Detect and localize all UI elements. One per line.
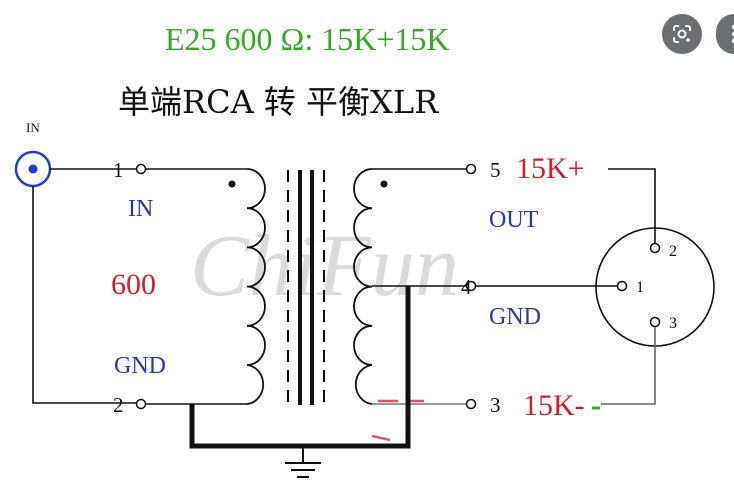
secondary-out-label: OUT	[489, 207, 539, 233]
secondary-terminals	[465, 163, 477, 410]
ground-icon	[285, 446, 321, 478]
pin-2-label: 2	[113, 393, 124, 417]
pin-3-label: 3	[490, 393, 501, 417]
input-wires	[32, 168, 136, 404]
primary-in-label: IN	[128, 196, 153, 222]
title-conversion: 单端RCA 转 平衡XLR	[118, 83, 439, 121]
transformer-core	[287, 170, 325, 405]
rca-jack-icon	[14, 150, 52, 188]
secondary-leads	[372, 168, 466, 287]
xlr-pin-3-label: 3	[669, 315, 677, 332]
xlr-pin-2-label: 2	[669, 243, 677, 260]
pin-4-label: 4	[461, 275, 472, 299]
out-minus-wire	[601, 327, 656, 405]
primary-gnd-label: GND	[114, 353, 166, 379]
secondary-winding	[353, 168, 373, 405]
more-icon	[731, 24, 734, 44]
ground-bus	[189, 286, 411, 449]
out-minus-label: 15K-	[523, 389, 585, 422]
google-lens-icon	[673, 25, 691, 43]
xlr-pins	[616, 242, 661, 328]
wiring-mark	[371, 399, 424, 442]
more-options-button[interactable]	[716, 14, 734, 54]
primary-polarity-dot	[228, 180, 236, 188]
xlr-pin-1-label: 1	[636, 279, 644, 296]
google-lens-button[interactable]	[662, 14, 702, 54]
title-spec: E25 600 Ω: 15K+15K	[165, 21, 449, 57]
primary-terminals	[135, 163, 147, 410]
out-plus-wire	[608, 168, 656, 243]
pin-1-label: 1	[113, 158, 124, 182]
primary-impedance-label: 600	[111, 268, 156, 301]
out-plus-label: 15K+	[516, 152, 585, 185]
primary-leads	[146, 168, 247, 405]
primary-winding	[246, 168, 266, 405]
pin-5-label: 5	[490, 158, 501, 182]
jack-label: IN	[26, 120, 40, 135]
secondary-polarity-dot	[380, 180, 388, 188]
secondary-gnd-label: GND	[489, 304, 541, 330]
